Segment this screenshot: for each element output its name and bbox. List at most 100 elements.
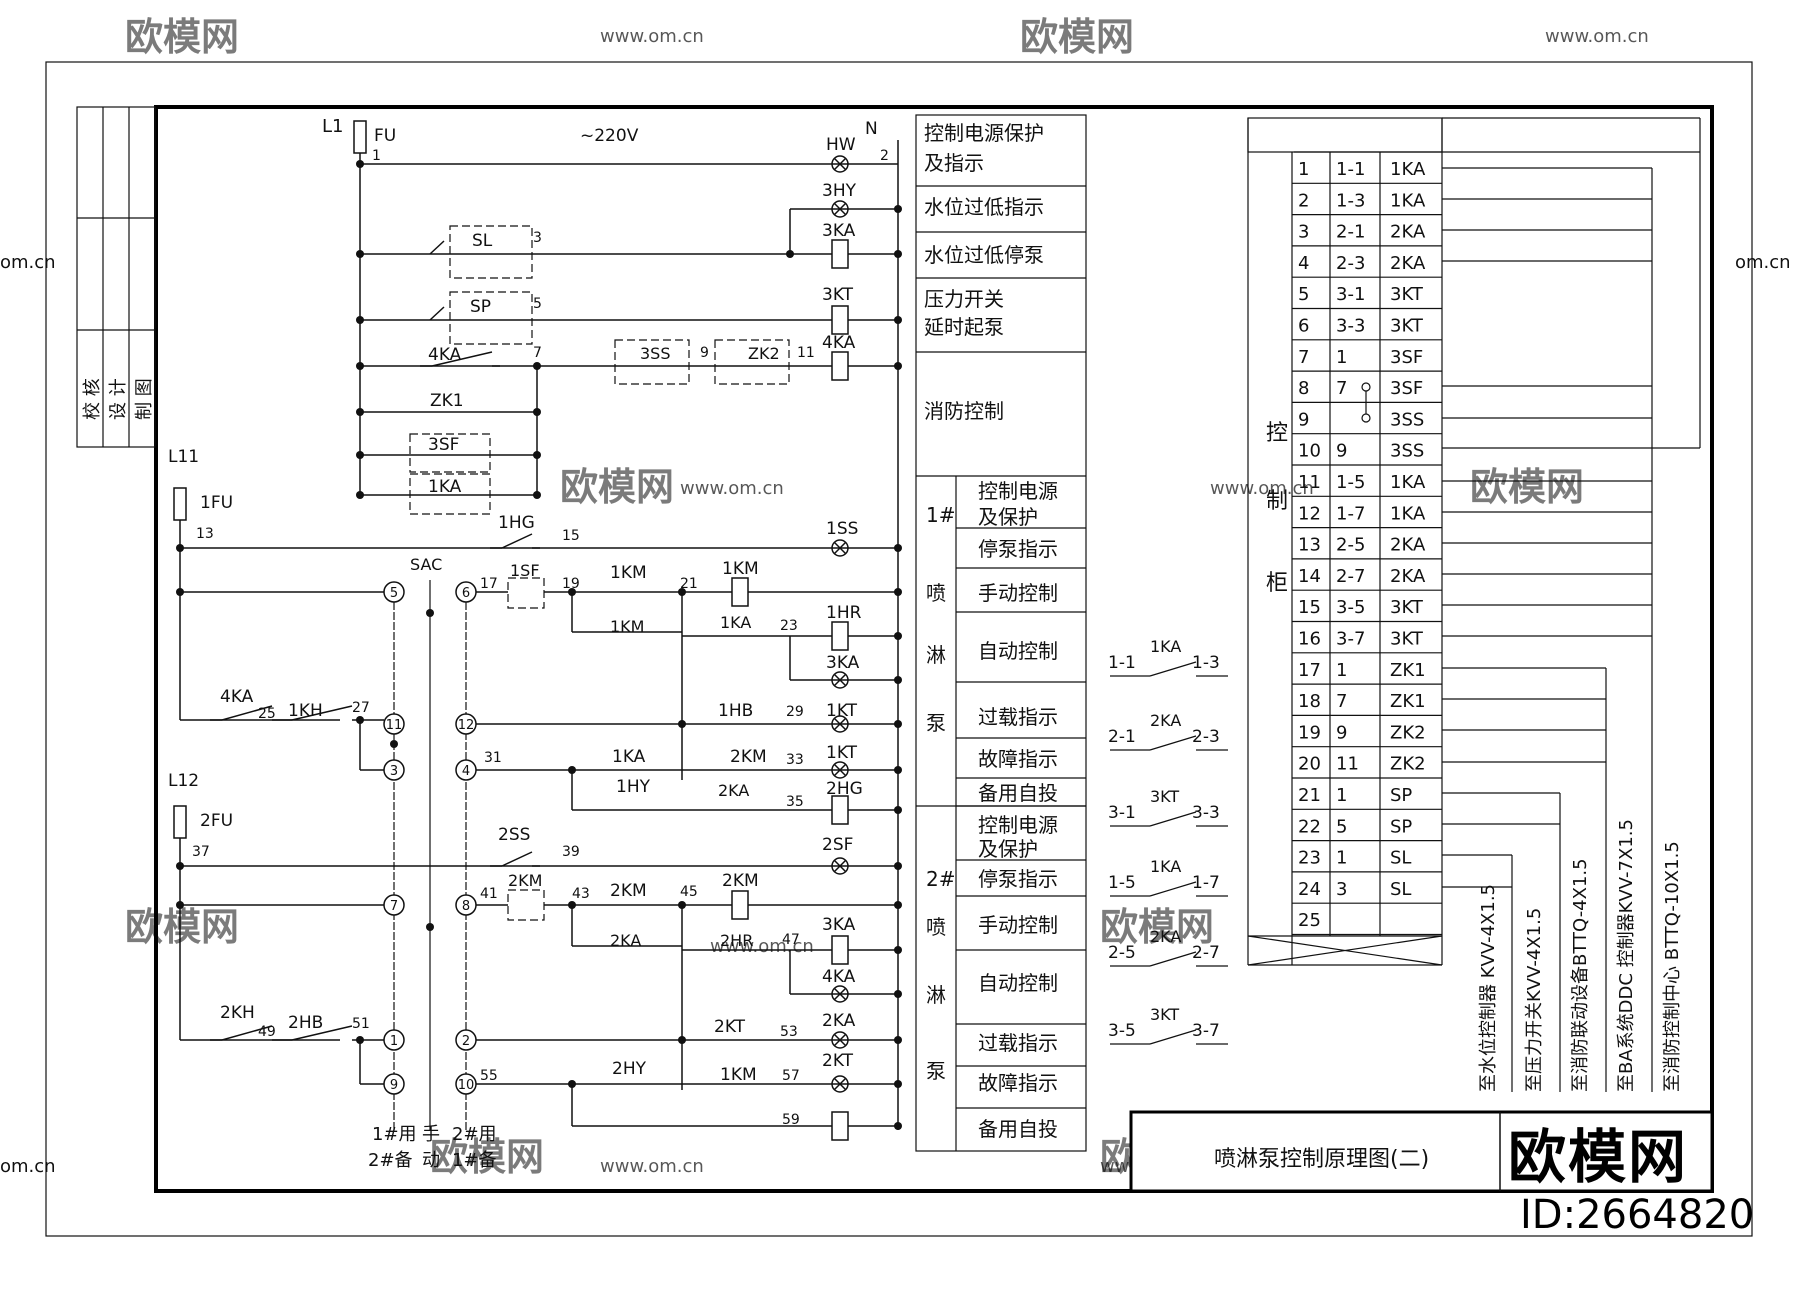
- terminal-wire: 7: [1336, 378, 1347, 399]
- selector-terminal-label: 7: [390, 899, 398, 914]
- selector-mode-label: 动: [422, 1150, 440, 1171]
- selector-terminal-icon: [383, 894, 405, 916]
- wire-number: 49: [258, 1024, 276, 1040]
- selector-terminal-label: 6: [462, 586, 470, 601]
- switch-housing: [507, 577, 545, 609]
- switch-housing: [449, 291, 533, 345]
- terminal-device: ZK1: [1390, 660, 1426, 681]
- terminal-number: 18: [1298, 691, 1321, 712]
- contact-relay: 1KA: [1150, 637, 1181, 656]
- selector-terminal-icon: [383, 1073, 405, 1095]
- wire-number: 21: [680, 576, 698, 592]
- component-label: 1HG: [498, 513, 535, 533]
- cabinet-label: 柜: [1266, 571, 1288, 596]
- supply-phase: L1: [322, 116, 343, 137]
- selector-terminal-label: 5: [390, 586, 398, 601]
- terminal-number: 2: [1298, 190, 1309, 211]
- wire-number: 33: [786, 752, 804, 768]
- link-icon: [1361, 413, 1371, 423]
- terminal-device: 3SF: [1390, 347, 1423, 368]
- terminal-wire: 3-1: [1336, 284, 1365, 305]
- watermark-brand: 欧模网: [125, 15, 239, 59]
- switch-housing: [409, 473, 491, 515]
- function-row: 备用自投: [978, 781, 1058, 805]
- wire-number: 39: [562, 844, 580, 860]
- junction-dot: [894, 250, 902, 258]
- terminal-wire: 2-1: [1336, 222, 1365, 243]
- function-row: 过载指示: [978, 1031, 1058, 1055]
- watermark-site: www.om.cn: [710, 936, 814, 957]
- selector-mode-label: 手: [422, 1124, 440, 1145]
- function-row: 压力开关: [924, 287, 1004, 311]
- cable-destination: 至消防联动设备BTTQ-4X1.5: [1570, 858, 1591, 1092]
- switch-housing: [409, 433, 491, 473]
- terminal-wire: 5: [1336, 816, 1347, 837]
- wire-number: 29: [786, 704, 804, 720]
- contact-terminal-right: 3-7: [1192, 1021, 1220, 1041]
- selector-terminal-label: 8: [462, 899, 470, 914]
- junction-dot: [356, 316, 364, 324]
- contact-icon: [501, 851, 533, 867]
- component-label: 1KA: [720, 613, 751, 632]
- wire-number: 19: [562, 576, 580, 592]
- wire-number: 35: [786, 794, 804, 810]
- junction-dot: [894, 1122, 902, 1130]
- terminal-wire: 3-5: [1336, 597, 1365, 618]
- fuse-label: FU: [374, 126, 396, 146]
- wire-number: 57: [782, 1068, 800, 1084]
- phase-label: L12: [168, 771, 199, 791]
- wire-number: 47: [782, 932, 800, 948]
- phase-label: L11: [168, 447, 199, 467]
- contact-icon: [291, 705, 353, 721]
- junction-dot: [894, 720, 902, 728]
- contact-icon: [1149, 881, 1197, 897]
- contact-terminal-left: 2-1: [1108, 727, 1136, 747]
- fuse-icon: [173, 487, 187, 521]
- component-label: 2SS: [498, 825, 530, 845]
- terminal-number: 22: [1298, 816, 1321, 837]
- junction-dot: [894, 1080, 902, 1088]
- terminal-wire: 2-5: [1336, 535, 1365, 556]
- selector-terminal-label: 1: [390, 1034, 398, 1049]
- contact-terminal-left: 3-1: [1108, 803, 1136, 823]
- junction-dot: [678, 720, 686, 728]
- selector-terminal-label: 11: [386, 718, 403, 733]
- fuse-icon: [173, 805, 187, 839]
- wire-number: 59: [782, 1112, 800, 1128]
- component-label: 3KA: [822, 221, 856, 241]
- component-label: 2HG: [826, 779, 863, 799]
- junction-dot: [356, 362, 364, 370]
- drawing-title: 喷淋泵控制原理图(二): [1214, 1147, 1429, 1172]
- component-label: HW: [826, 135, 856, 155]
- contact-icon: [1149, 951, 1197, 967]
- terminal-wire: 1: [1336, 660, 1347, 681]
- selector-terminal-label: 2: [462, 1034, 470, 1049]
- component-label: 2KA: [610, 931, 641, 950]
- component-label: 2KM: [610, 881, 647, 901]
- component-label: 4KA: [428, 345, 462, 365]
- cable-destination: 至消防控制中心 BTTQ-10X1.5: [1662, 841, 1683, 1092]
- junction-dot: [894, 1036, 902, 1044]
- terminal-wire: 3-3: [1336, 316, 1365, 337]
- supply-voltage: ~220V: [580, 126, 639, 146]
- pump-label: 淋: [926, 643, 946, 667]
- switch-housing: [714, 339, 790, 385]
- wire-number: 27: [352, 700, 370, 716]
- terminal-number: 9: [1298, 409, 1309, 430]
- pump-label: 喷: [926, 581, 946, 605]
- watermark-brand: 欧模网: [560, 465, 674, 509]
- terminal-wire: 2-7: [1336, 566, 1365, 587]
- component-label: 3KA: [822, 915, 856, 935]
- watermark-site: om.cn: [1735, 252, 1791, 273]
- pump-label: 2#: [926, 867, 955, 891]
- junction-dot: [356, 250, 364, 258]
- approval-draw: 制 图: [134, 378, 155, 420]
- function-row: 水位过低指示: [924, 195, 1044, 219]
- switch-housing: [449, 225, 533, 279]
- terminal-wire: 9: [1336, 722, 1347, 743]
- component-label: 2HB: [288, 1013, 323, 1033]
- lamp-icon: [833, 987, 847, 1001]
- coil-icon: [831, 935, 849, 965]
- function-row: 延时起泵: [924, 315, 1004, 339]
